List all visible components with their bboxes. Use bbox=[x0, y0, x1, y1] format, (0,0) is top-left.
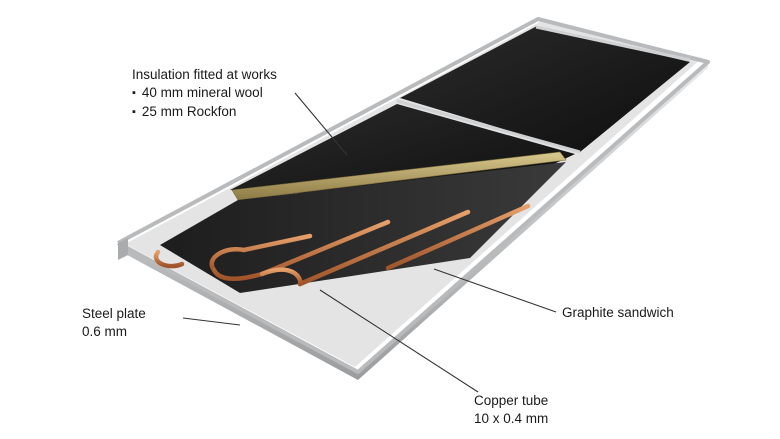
label-copper-tube-line1: Copper tube bbox=[474, 392, 548, 410]
label-insulation: Insulation fitted at works 40 mm mineral… bbox=[132, 66, 277, 122]
label-insulation-item-1: 40 mm mineral wool bbox=[132, 84, 277, 103]
leader-steel-plate bbox=[183, 318, 240, 325]
label-steel-plate: Steel plate 0.6 mm bbox=[82, 305, 146, 341]
label-copper-tube-line2: 10 x 0.4 mm bbox=[474, 410, 548, 428]
insulation-panels bbox=[230, 26, 690, 200]
label-steel-plate-line2: 0.6 mm bbox=[82, 323, 146, 341]
label-insulation-title: Insulation fitted at works bbox=[132, 66, 277, 84]
label-graphite-line1: Graphite sandwich bbox=[562, 304, 674, 322]
label-insulation-item-2: 25 mm Rockfon bbox=[132, 103, 277, 122]
label-steel-plate-line1: Steel plate bbox=[82, 305, 146, 323]
label-graphite: Graphite sandwich bbox=[562, 304, 674, 322]
label-copper-tube: Copper tube 10 x 0.4 mm bbox=[474, 392, 548, 428]
